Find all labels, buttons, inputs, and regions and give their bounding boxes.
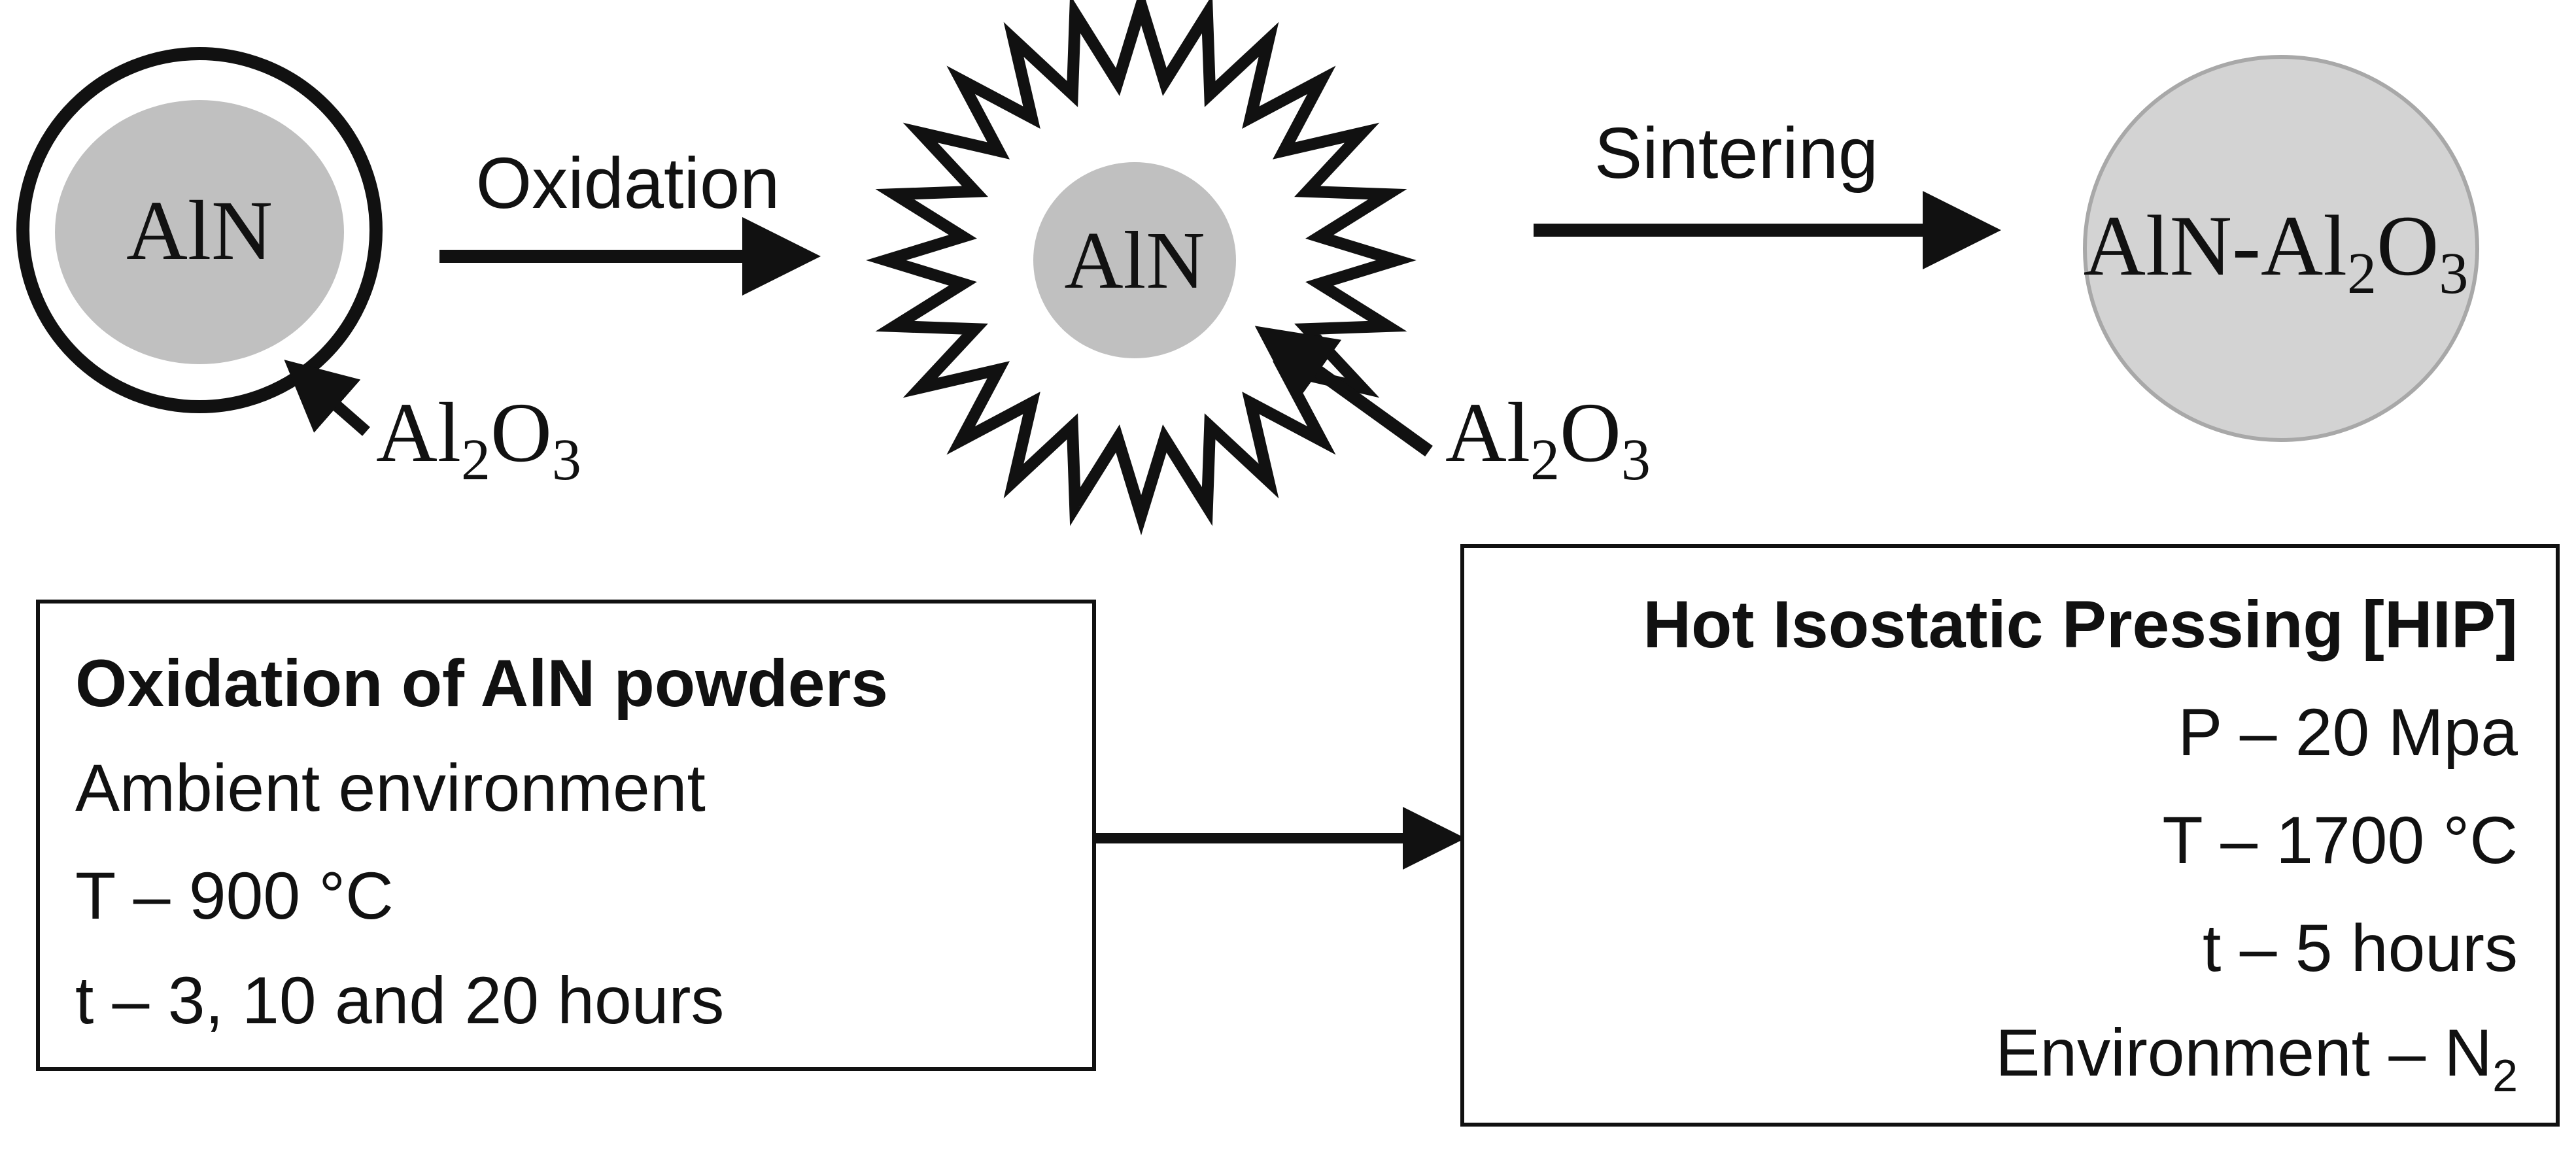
- hip-box-frame: [1460, 544, 2560, 1127]
- initial-particle: AlN: [16, 47, 383, 413]
- initial-shell-label: Al2O3: [376, 386, 581, 492]
- initial-particle-core: [55, 100, 344, 364]
- hip-box-line: T – 1700 °C: [2162, 803, 2518, 877]
- oxidized-shell-pointer-arrow: [1254, 326, 1433, 457]
- sintered-composite: AlN-Al2O3: [2083, 55, 2479, 442]
- hip-box-title: Hot Isostatic Pressing [HIP]: [1643, 587, 2518, 662]
- sintered-composite-ellipse: [2083, 55, 2479, 442]
- sintering-arrow-label: Sintering: [1594, 113, 1878, 194]
- oxidation-box-line: T – 900 °C: [75, 858, 394, 933]
- hip-box-line: t – 5 hours: [2203, 911, 2518, 985]
- oxidized-shell-label: Al2O3: [1445, 386, 1651, 492]
- oxidized-core-label: AlN: [1064, 216, 1205, 306]
- oxidized-particle: AlN: [866, 0, 1417, 536]
- initial-shell-pointer-arrow: [284, 360, 370, 436]
- initial-core-label: AlN: [126, 184, 273, 278]
- oxidation-box-line: Ambient environment: [75, 751, 706, 825]
- oxidation-box-frame: [36, 600, 1096, 1071]
- sintered-composite-label: AlN-Al2O3: [2084, 197, 2469, 306]
- oxidized-particle-core: [1033, 162, 1236, 358]
- oxidation-box-title: Oxidation of AlN powders: [75, 646, 888, 721]
- oxidation-conditions-box: Oxidation of AlN powders Ambient environ…: [36, 600, 1096, 1071]
- oxidation-box-line: t – 3, 10 and 20 hours: [75, 963, 724, 1038]
- hip-box-environment-line: Environment – N2: [1995, 1015, 2518, 1101]
- initial-particle-shell: [16, 47, 383, 413]
- hip-conditions-box: Hot Isostatic Pressing [HIP] P – 20 Mpa …: [1460, 544, 2560, 1127]
- hip-box-line: P – 20 Mpa: [2178, 695, 2518, 770]
- oxidized-particle-spiky-shell: [866, 0, 1417, 536]
- oxidation-arrow-label: Oxidation: [476, 143, 780, 224]
